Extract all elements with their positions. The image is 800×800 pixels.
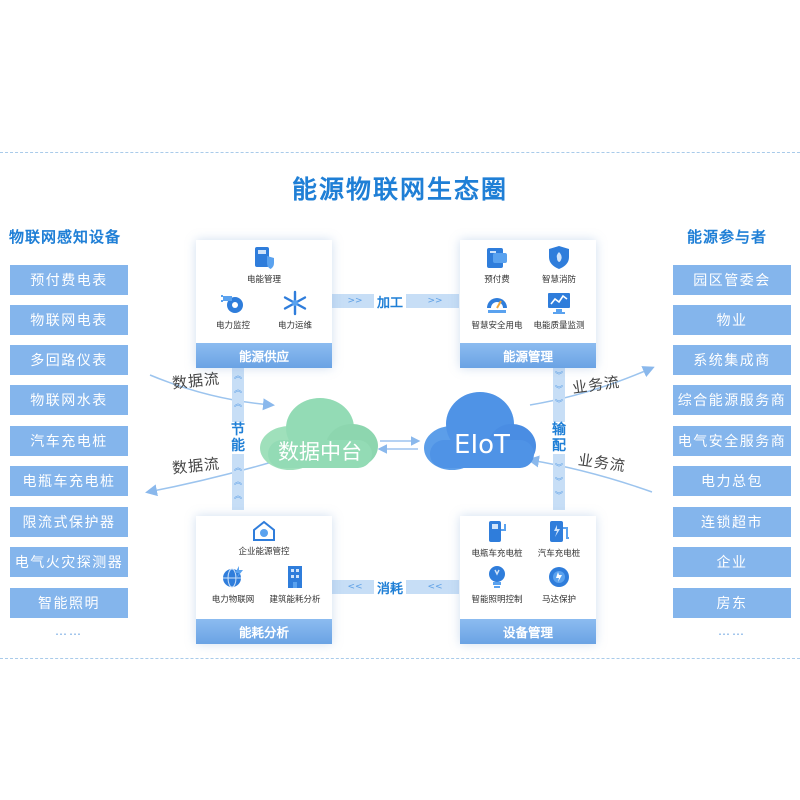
left-item: 汽车充电桩	[10, 426, 128, 456]
eiot-cloud	[424, 392, 536, 470]
device-management-card: 电瓶车充电桩 汽车充电桩 智能照明控制 马达保护 设备管理	[460, 516, 596, 644]
left-item: 多回路仪表	[10, 345, 128, 375]
light-bulb-icon	[489, 566, 505, 588]
energy-supply-card: 电能管理 电力监控 电力运维 能源供应	[196, 240, 332, 368]
right-item: 连锁超市	[673, 507, 791, 537]
left-more: ……	[55, 624, 83, 638]
gauge-icon	[487, 298, 507, 313]
ebike-charger-icon	[489, 521, 506, 542]
right-item: 企业	[673, 547, 791, 577]
page-title: 能源物联网生态圈	[291, 175, 508, 204]
left-item: 物联网水表	[10, 385, 128, 415]
card-item: 预付费	[463, 244, 531, 285]
meter-shield-icon	[255, 247, 274, 269]
card-item: 电力监控	[199, 290, 267, 331]
left-item: 限流式保护器	[10, 507, 128, 537]
motor-gear-icon	[549, 567, 569, 587]
maintenance-snowflake-icon	[283, 290, 307, 316]
right-top-stream-arrow	[529, 366, 655, 406]
monitor-chart-icon	[548, 293, 570, 314]
right-item: 电气安全服务商	[673, 426, 791, 456]
left-bottom-stream-arrow	[145, 461, 273, 497]
globe-bolt-icon	[223, 566, 243, 588]
right-item: 物业	[673, 305, 791, 335]
card-item: 智能照明控制	[463, 564, 531, 605]
card-item: 电力运维	[261, 290, 329, 331]
card-item: 建筑能耗分析	[261, 564, 329, 605]
prepaid-card-icon	[487, 248, 507, 268]
right-vertical-flow-label: 输配	[551, 422, 567, 454]
top-dashed-divider	[0, 152, 800, 153]
energy-analysis-card: 企业能源管控 电力物联网 建筑能耗分析 能耗分析	[196, 516, 332, 644]
device-management-card-title: 设备管理	[460, 619, 596, 644]
right-more: ……	[718, 624, 746, 638]
data-center-label: 数据中台	[278, 440, 362, 464]
right-item: 系统集成商	[673, 345, 791, 375]
data-center-cloud	[260, 398, 378, 470]
right-item: 综合能源服务商	[673, 385, 791, 415]
right-item: 房东	[673, 588, 791, 618]
card-item: 电能质量监测	[525, 290, 593, 331]
building-icon	[288, 566, 302, 588]
card-item: 智慧安全用电	[463, 290, 531, 331]
card-item: 电瓶车充电桩	[463, 518, 531, 559]
enterprise-house-icon	[253, 520, 275, 541]
right-item: 电力总包	[673, 466, 791, 496]
left-item: 物联网电表	[10, 305, 128, 335]
left-item: 智能照明	[10, 588, 128, 618]
left-item: 电瓶车充电桩	[10, 466, 128, 496]
left-heading: 物联网感知设备	[9, 228, 122, 246]
car-charger-icon	[550, 521, 569, 542]
left-vertical-flow-label: 节能	[230, 422, 246, 454]
right-bottom-stream-arrow	[527, 455, 653, 493]
bottom-dashed-divider	[0, 658, 800, 659]
card-item: 企业能源管控	[230, 518, 298, 557]
card-item: 智慧消防	[525, 244, 593, 285]
left-item: 电气火灾探测器	[10, 547, 128, 577]
right-heading: 能源参与者	[687, 228, 768, 246]
plug-gear-icon	[221, 295, 243, 313]
energy-management-card-title: 能源管理	[460, 343, 596, 368]
fire-shield-icon	[549, 246, 569, 269]
card-item: 电力物联网	[199, 564, 267, 605]
eiot-label: EIoT	[454, 430, 510, 460]
energy-supply-card-title: 能源供应	[196, 343, 332, 368]
left-item: 预付费电表	[10, 265, 128, 295]
energy-management-card: 预付费 智慧消防 智慧安全用电 电能质量监测 能源管理	[460, 240, 596, 368]
energy-analysis-card-title: 能耗分析	[196, 619, 332, 644]
left-top-stream-arrow	[149, 374, 275, 411]
card-item: 汽车充电桩	[525, 518, 593, 559]
card-item: 马达保护	[525, 564, 593, 605]
card-item: 电能管理	[230, 244, 298, 285]
top-flow-label: 加工	[374, 292, 407, 311]
bottom-flow-label: 消耗	[374, 578, 407, 597]
right-item: 园区管委会	[673, 265, 791, 295]
